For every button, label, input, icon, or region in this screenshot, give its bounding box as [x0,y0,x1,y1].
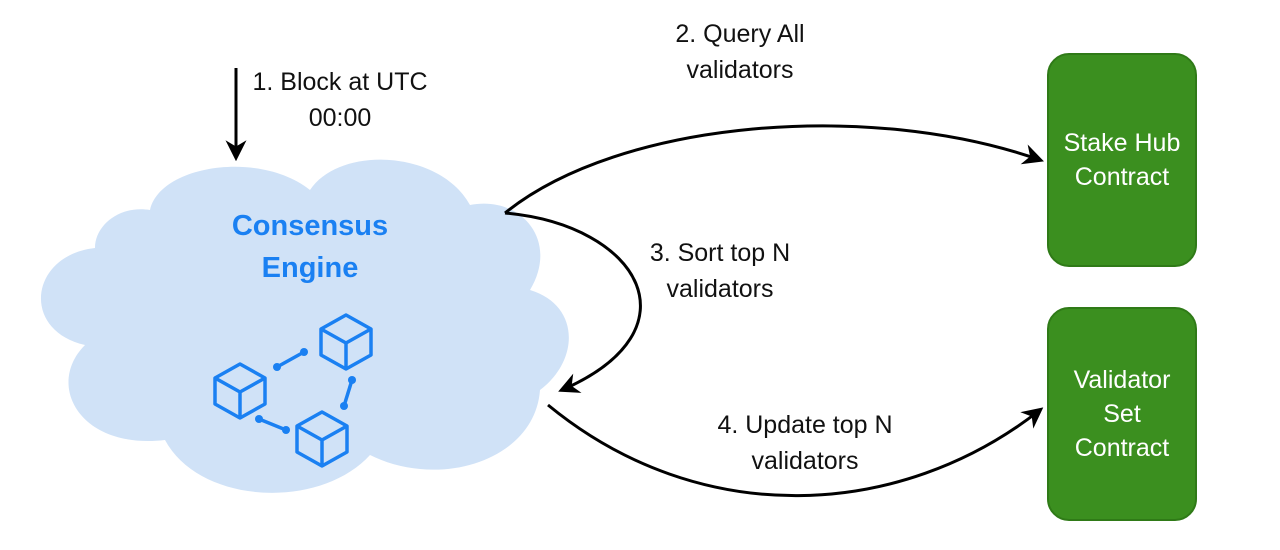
step4-label: 4. Update top N validators [717,411,893,475]
step2-label: 2. Query All validators [675,20,805,84]
step3-label: 3. Sort top N validators [649,239,791,303]
arrow-step4 [547,403,1044,498]
consensus-engine-cloud [40,159,569,493]
stake-hub-contract-box: Stake Hub Contract [1047,53,1197,267]
blockchain-icon [213,313,373,468]
arrow-step3 [504,211,642,393]
validator-set-contract-box: Validator Set Contract [1047,307,1197,521]
arrow-step2 [504,124,1044,215]
step1-label: 1. Block at UTC 00:00 [252,68,428,132]
consensus-engine-title: Consensus Engine [231,210,389,284]
